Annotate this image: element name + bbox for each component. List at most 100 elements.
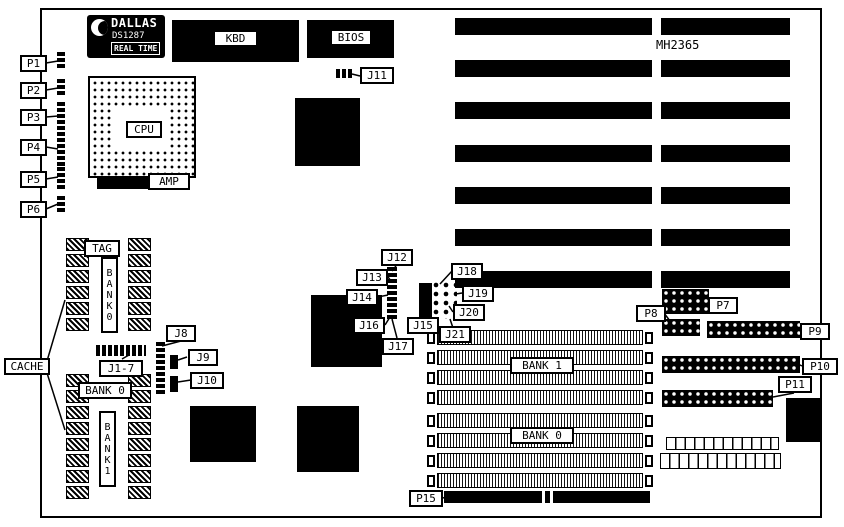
isa-slot-segment — [661, 102, 790, 119]
dallas-moon-logo-icon — [91, 19, 108, 36]
dallas-rtc-chip: DALLAS DS1287 REAL TIME — [87, 15, 165, 58]
simm-clip — [645, 351, 653, 364]
plcc-chip — [786, 398, 822, 442]
simm-pins — [437, 413, 643, 428]
isa-slot-segment — [455, 102, 652, 119]
cache-chip — [128, 270, 151, 283]
isa-slot-segment — [455, 145, 652, 162]
kbd-label: KBD — [213, 30, 258, 47]
connector-p3-pins — [57, 102, 65, 132]
bios-label: BIOS — [330, 29, 372, 46]
jumper-j10-pins — [170, 376, 178, 392]
simm-clip — [427, 351, 435, 364]
cache-chip — [128, 318, 151, 331]
cache-chip — [128, 470, 151, 483]
simm-pins — [437, 473, 643, 488]
cache-jumper-pins — [96, 345, 146, 356]
simm-socket — [427, 390, 653, 405]
cache-chip — [128, 454, 151, 467]
simm-socket — [427, 453, 653, 468]
cache-chip — [66, 318, 89, 331]
qfp-chip — [297, 406, 359, 472]
jumper-j8-label: J8 — [166, 325, 196, 342]
simm-clip — [427, 414, 435, 427]
solder-pad-row — [666, 437, 779, 450]
simm-pins — [437, 390, 643, 405]
jumper-j12-label: J12 — [381, 249, 413, 266]
simm-clip — [645, 454, 653, 467]
jumpers-j1-7-label: J1-7 — [99, 360, 143, 377]
connector-p5-label: P5 — [20, 171, 47, 188]
connector-p8-label: P8 — [636, 305, 666, 322]
connector-p1-pins — [57, 52, 65, 68]
simm-socket — [427, 413, 653, 428]
connector-p9-label: P9 — [800, 323, 830, 340]
cache-bank0-column-a — [66, 238, 89, 331]
jumper-j8-pins — [156, 342, 165, 396]
connector-p6-label: P6 — [20, 201, 47, 218]
cache-label: CACHE — [4, 358, 50, 375]
cache-chip — [66, 254, 89, 267]
cache-bank0-horizontal-label: BANK 0 — [78, 382, 132, 399]
board-model: MH2365 — [656, 38, 700, 52]
connector-p3-label: P3 — [20, 109, 47, 126]
cache-chip — [128, 302, 151, 315]
isa-slot-segment — [455, 18, 652, 35]
cache-chip — [66, 406, 89, 419]
connector-p15-gap — [542, 491, 545, 503]
dallas-type: REAL TIME — [111, 42, 161, 55]
jumper-j21-label: J21 — [439, 326, 471, 343]
jumper-j17-label: J17 — [382, 338, 414, 355]
cache-tag-label: TAG — [84, 240, 120, 257]
connector-p7-header — [662, 289, 709, 314]
connector-p11-header — [662, 390, 773, 407]
cache-bank0-vertical-label: BANK0 — [101, 257, 118, 333]
connector-p15-bar — [444, 491, 650, 503]
simm-clip — [645, 434, 653, 447]
jumper-j11-pins — [336, 69, 352, 78]
simm-clip — [427, 474, 435, 487]
dallas-model: DS1287 — [112, 31, 145, 41]
isa-slot-segment — [455, 271, 652, 288]
cache-chip — [128, 238, 151, 251]
cache-bank1-vertical-label: BANK1 — [99, 411, 116, 487]
jumper-j20-label: J20 — [453, 304, 485, 321]
connector-p10-label: P10 — [802, 358, 838, 375]
cache-chip — [66, 470, 89, 483]
connector-p7-label: P7 — [708, 297, 738, 314]
jumper-j18-label: J18 — [451, 263, 483, 280]
cache-chip — [128, 254, 151, 267]
connector-p10-header — [662, 356, 800, 373]
simm-clip — [645, 391, 653, 404]
connector-p5-pins — [57, 167, 65, 189]
simm-socket — [427, 473, 653, 488]
cache-chip — [66, 422, 89, 435]
jumper-j14-label: J14 — [346, 289, 378, 306]
simm-clip — [427, 391, 435, 404]
isa-slot-segment — [661, 145, 790, 162]
cache-chip — [66, 286, 89, 299]
simm-clip — [427, 454, 435, 467]
jumper-j15-label: J15 — [407, 317, 439, 334]
jumper-j9-label: J9 — [188, 349, 218, 366]
connector-p2-pins — [57, 79, 65, 95]
jumper-j19-label: J19 — [462, 285, 494, 302]
simm-clip — [427, 371, 435, 384]
simm-pins — [437, 453, 643, 468]
simm-clip — [645, 331, 653, 344]
simm-bank1-label: BANK 1 — [510, 357, 574, 374]
jumper-strip-j12-j17 — [387, 267, 397, 319]
isa-slot-segment — [661, 60, 790, 77]
isa-slot-segment — [455, 60, 652, 77]
cache-chip — [66, 438, 89, 451]
simm-socket — [427, 330, 653, 345]
simm-clip — [645, 371, 653, 384]
qfp-chip — [190, 406, 256, 462]
cache-chip — [66, 302, 89, 315]
isa-slot-segment — [455, 229, 652, 246]
cache-chip — [128, 486, 151, 499]
connector-p1-label: P1 — [20, 55, 47, 72]
isa-slot-segment — [661, 271, 790, 288]
cache-bank1-column-b — [128, 374, 151, 499]
